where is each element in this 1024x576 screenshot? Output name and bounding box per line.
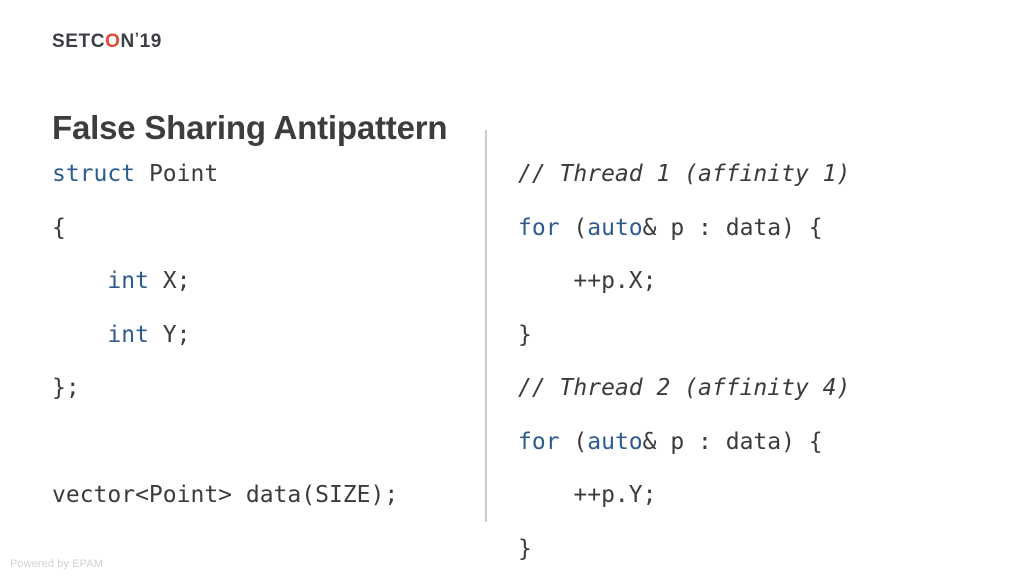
- code-line: ++p.X;: [518, 255, 998, 309]
- code-token-plain: & p : data) {: [642, 214, 823, 241]
- code-line: int Y;: [52, 309, 472, 363]
- code-line: int X;: [52, 255, 472, 309]
- code-token-plain: X;: [148, 268, 191, 294]
- logo-text-suffix: N: [120, 31, 135, 52]
- code-token-plain: & p : data) {: [642, 428, 823, 455]
- code-line: for (auto& p : data) {: [518, 202, 998, 256]
- setcon-logo: SETCONʼ19: [52, 30, 162, 52]
- code-block-left: struct Point { int X; int Y;}; vector<Poi…: [52, 148, 472, 523]
- column-divider: [485, 130, 487, 522]
- logo-apostrophe: ʼ: [134, 30, 140, 47]
- code-line: for (auto& p : data) {: [518, 416, 998, 470]
- logo-text-prefix: SETC: [52, 31, 106, 52]
- code-token-comment: // Thread 1 (affinity 1): [518, 161, 851, 187]
- code-token-kw: int: [107, 321, 149, 348]
- code-token-plain: ++p.Y;: [518, 482, 657, 508]
- code-token-plain: }: [518, 535, 532, 562]
- code-line: }: [518, 309, 998, 363]
- logo-o-accent: O: [105, 31, 121, 52]
- code-token-plain: ++p.X;: [518, 268, 657, 294]
- code-line: struct Point: [52, 148, 472, 202]
- logo-year: 19: [139, 31, 162, 52]
- code-token-kw: auto: [587, 214, 643, 241]
- code-block-right: // Thread 1 (affinity 1)for (auto& p : d…: [518, 148, 998, 576]
- code-token-kw: struct: [52, 161, 136, 187]
- code-line: }: [518, 523, 998, 576]
- code-token-kw: int: [107, 268, 149, 294]
- code-token-plain: vector<Point> data(SIZE);: [52, 482, 399, 508]
- code-token-plain: [52, 268, 107, 294]
- code-token-comment: // Thread 2 (affinity 4): [518, 375, 851, 401]
- code-line: // Thread 2 (affinity 4): [518, 362, 998, 416]
- code-token-plain: {: [52, 214, 66, 241]
- footer-credit: Powered by EPAM: [10, 558, 104, 570]
- code-line: vector<Point> data(SIZE);: [52, 469, 472, 523]
- code-token-kw: for: [518, 428, 560, 455]
- code-line: [52, 416, 472, 470]
- code-token-kw: for: [518, 214, 560, 241]
- code-token-plain: [52, 429, 66, 455]
- code-token-plain: Y;: [148, 321, 191, 348]
- code-token-plain: (: [559, 214, 588, 241]
- code-line: };: [52, 362, 472, 416]
- code-token-plain: }: [518, 321, 532, 348]
- code-token-kw: auto: [587, 428, 643, 455]
- code-token-plain: Point: [135, 161, 219, 187]
- code-line: ++p.Y;: [518, 469, 998, 523]
- code-token-plain: };: [52, 375, 80, 401]
- code-line: {: [52, 202, 472, 256]
- code-token-plain: (: [559, 428, 588, 455]
- code-token-plain: [52, 322, 107, 348]
- code-line: // Thread 1 (affinity 1): [518, 148, 998, 202]
- page-title: False Sharing Antipattern: [52, 109, 448, 147]
